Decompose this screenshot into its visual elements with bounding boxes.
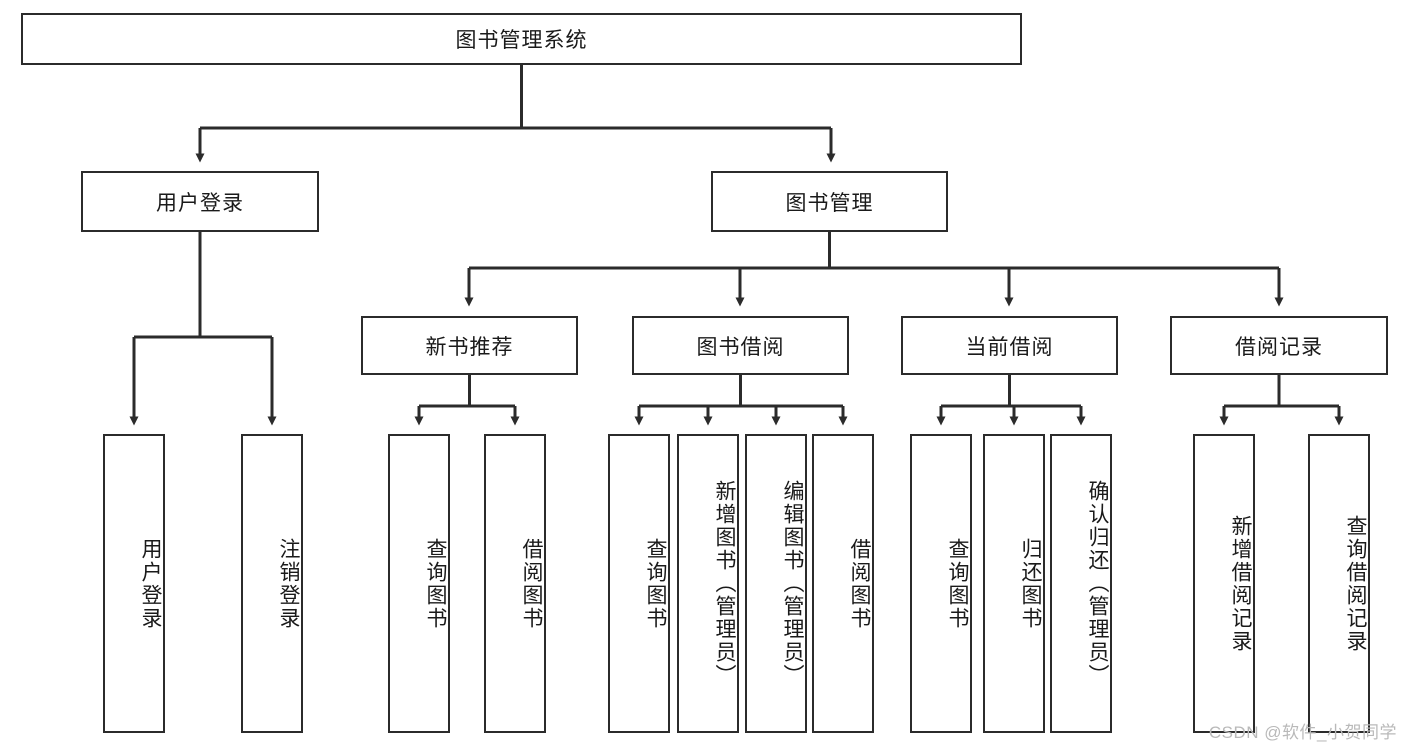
node-label-leaf-edit-book: 编辑图书（管理员） bbox=[781, 480, 804, 687]
node-label-borrow-record: 借阅记录 bbox=[1235, 335, 1323, 359]
node-label-root: 图书管理系统 bbox=[455, 29, 588, 52]
node-leaf-edit-book[interactable]: 编辑图书（管理员） bbox=[745, 434, 807, 733]
node-leaf-query-book-current[interactable]: 查询图书 bbox=[910, 434, 972, 733]
node-label-leaf-borrow-book: 借阅图书 bbox=[848, 537, 871, 630]
node-root[interactable]: 图书管理系统 bbox=[21, 13, 1022, 65]
node-label-leaf-confirm-return: 确认归还（管理员） bbox=[1086, 480, 1109, 687]
node-label-user-login: 用户登录 bbox=[156, 191, 244, 215]
node-leaf-confirm-return[interactable]: 确认归还（管理员） bbox=[1050, 434, 1112, 733]
node-label-leaf-query-book-rec: 查询图书 bbox=[424, 537, 447, 630]
node-leaf-query-record[interactable]: 查询借阅记录 bbox=[1308, 434, 1370, 733]
node-leaf-add-record[interactable]: 新增借阅记录 bbox=[1193, 434, 1255, 733]
node-label-leaf-logout: 注销登录 bbox=[277, 537, 300, 630]
node-leaf-borrow-book-rec[interactable]: 借阅图书 bbox=[484, 434, 546, 733]
node-label-leaf-return-book: 归还图书 bbox=[1019, 537, 1042, 630]
node-label-leaf-add-record: 新增借阅记录 bbox=[1229, 514, 1252, 653]
node-label-book-borrow: 图书借阅 bbox=[696, 335, 785, 359]
node-leaf-return-book[interactable]: 归还图书 bbox=[983, 434, 1045, 733]
node-borrow-record[interactable]: 借阅记录 bbox=[1170, 316, 1388, 375]
node-leaf-add-book[interactable]: 新增图书（管理员） bbox=[677, 434, 739, 733]
node-label-leaf-query-book-current: 查询图书 bbox=[946, 537, 969, 630]
node-leaf-query-book-rec[interactable]: 查询图书 bbox=[388, 434, 450, 733]
node-label-leaf-query-record: 查询借阅记录 bbox=[1344, 514, 1367, 653]
node-current-borrow[interactable]: 当前借阅 bbox=[901, 316, 1118, 375]
node-label-new-book-recommend: 新书推荐 bbox=[425, 335, 514, 359]
node-leaf-query-book-borrow[interactable]: 查询图书 bbox=[608, 434, 670, 733]
node-book-manage[interactable]: 图书管理 bbox=[711, 171, 948, 232]
node-label-current-borrow: 当前借阅 bbox=[965, 335, 1054, 359]
node-label-leaf-query-book-borrow: 查询图书 bbox=[644, 537, 667, 630]
node-label-leaf-user-login: 用户登录 bbox=[139, 537, 162, 630]
node-leaf-user-login[interactable]: 用户登录 bbox=[103, 434, 165, 733]
node-label-leaf-add-book: 新增图书（管理员） bbox=[713, 480, 736, 687]
node-new-book-recommend[interactable]: 新书推荐 bbox=[361, 316, 578, 375]
node-leaf-logout[interactable]: 注销登录 bbox=[241, 434, 303, 733]
node-label-leaf-borrow-book-rec: 借阅图书 bbox=[520, 537, 543, 630]
node-label-book-manage: 图书管理 bbox=[785, 191, 874, 215]
node-book-borrow[interactable]: 图书借阅 bbox=[632, 316, 849, 375]
node-user-login[interactable]: 用户登录 bbox=[81, 171, 319, 232]
node-leaf-borrow-book[interactable]: 借阅图书 bbox=[812, 434, 874, 733]
